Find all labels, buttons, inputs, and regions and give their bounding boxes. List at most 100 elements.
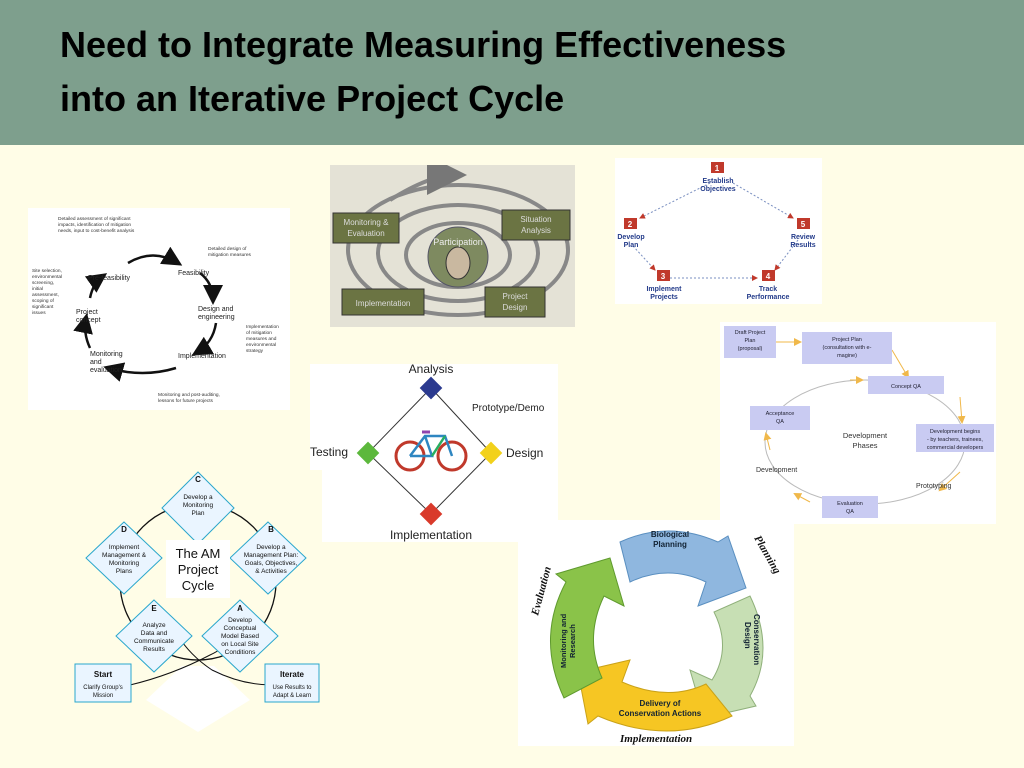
edge-label: Development (756, 467, 797, 474)
cycle-label: Conservation Actions (619, 709, 702, 718)
phase-label: Plan (744, 338, 755, 344)
step-label: Conceptual (224, 625, 257, 632)
note-text: of mitigation (246, 330, 272, 336)
bike-diamond-diagram: Analysis Design Implementation Testing P… (310, 364, 558, 542)
participation-label: Participation (433, 237, 483, 247)
step-badge (657, 270, 670, 281)
stage-label: Monitoring (90, 351, 123, 358)
note-text: Detailed design of (208, 246, 247, 252)
step-label: Review (791, 234, 816, 241)
iterate-label: Use Results to (272, 685, 312, 691)
step-badge (797, 218, 810, 229)
step-label: Management Plan: (244, 552, 299, 559)
cycle-arrow (84, 273, 108, 299)
note-text: Implementation (246, 324, 279, 330)
phase-label: commercial developers (927, 445, 984, 451)
phase-box (868, 376, 944, 394)
planning-label: Planning (751, 534, 783, 577)
start-box (74, 663, 132, 703)
step-letter: D (121, 525, 127, 534)
stage-label: engineering (198, 314, 235, 321)
note-text: screening, (32, 280, 54, 286)
phase-box (802, 332, 892, 364)
phase-label: - by teachers, trainees, (927, 437, 983, 443)
phase-label: Acceptance (766, 411, 795, 417)
spiral-arrow (388, 165, 467, 202)
prototype-label: Prototype/Demo (472, 403, 545, 414)
cycle-label: Research (568, 624, 577, 658)
cycle-arrow (957, 396, 966, 424)
note-text: assessment, (32, 292, 59, 298)
center-bg (166, 540, 230, 598)
note-text: environmental (32, 274, 62, 280)
phase-label: (proposal) (738, 346, 763, 352)
development-phases-diagram: Draft Project Plan (proposal) Project Pl… (720, 322, 996, 524)
center-label: Cycle (182, 578, 215, 593)
cycle-arrow (103, 362, 177, 382)
step-label: Develop a (183, 494, 213, 501)
step-label: Plan (191, 510, 204, 517)
step-number: 5 (801, 220, 806, 229)
step-label: Management & (102, 552, 147, 559)
stage-label: evaluation (90, 367, 122, 374)
note-text: significant (32, 304, 54, 310)
title-line-1: Need to Integrate Measuring Effectivenes… (60, 24, 787, 65)
note-text: lessons for future projects (158, 398, 214, 404)
phase-label: Draft Project (735, 330, 766, 336)
note-text: Detailed assessment of significant (58, 216, 131, 222)
cycle-label: Planning (653, 540, 687, 549)
testing-label: Testing (310, 445, 348, 459)
conservation-cycle-diagram: Biological Planning Conservation Design … (518, 520, 794, 746)
iterate-box (264, 663, 320, 703)
phase-label: QA (846, 509, 854, 515)
step-label: Implement (646, 286, 682, 293)
step-label: Goals, Objectives, (245, 560, 298, 567)
situation-box (501, 209, 571, 241)
cycle-arrow (891, 349, 910, 379)
stage-label: Pre-feasibility (88, 275, 131, 282)
title-line-2: into an Iterative Project Cycle (60, 78, 565, 119)
mitigation-cycle-diagram: Pre-feasibility Feasibility Design and e… (28, 208, 290, 410)
step-label: Results (790, 242, 815, 249)
note-text: initial (32, 286, 43, 292)
phase-label: QA (776, 419, 784, 425)
step-number: 3 (661, 272, 666, 281)
note-text: impacts, identification of mitigation (58, 222, 131, 228)
step-label: Data and (141, 630, 168, 637)
delivery-arrow (577, 659, 733, 732)
note-text: environmental (246, 342, 276, 348)
bottom-arrow-shape (146, 666, 250, 732)
note-text: scoping of (32, 298, 55, 304)
slide-title: Need to Integrate Measuring Effectivenes… (60, 18, 786, 126)
phase-box (822, 496, 878, 518)
step-label: & Activities (255, 568, 287, 575)
project-design-box (484, 286, 546, 318)
step-letter: E (151, 604, 157, 613)
step-label: Monitoring (109, 560, 140, 567)
phase-label: magine) (837, 353, 857, 359)
am-project-cycle-diagram: The AM Project Cycle C Develop a Monitor… (72, 470, 322, 734)
stage-label: Implementation (178, 353, 226, 360)
cycle-arrow (938, 471, 961, 492)
box-label: Evaluation (347, 229, 384, 238)
step-label: Conditions (225, 649, 256, 656)
step-label: Develop (228, 617, 252, 624)
box-label: Project (503, 292, 529, 301)
biological-planning-arrow (619, 530, 747, 607)
step-label: Analyze (142, 622, 166, 629)
step-d-diamond (85, 521, 163, 595)
stage-label: and (90, 359, 102, 366)
phase-label: Project Plan (832, 337, 862, 343)
step-letter: A (237, 604, 243, 613)
step-label: Objectives (700, 186, 736, 193)
step-label: Projects (650, 294, 678, 301)
face-icon (445, 246, 471, 280)
note-text: mitigation measures (208, 252, 252, 258)
objectives-cycle-diagram: 1 Establish Objectives 2 Develop Plan 3 … (615, 158, 822, 304)
step-badge (624, 218, 637, 229)
monitoring-box (332, 212, 400, 244)
evaluation-label: Evaluation (529, 565, 554, 617)
step-b-diamond (229, 521, 307, 595)
cycle-arrow (639, 182, 711, 219)
design-label: Design (506, 446, 543, 460)
